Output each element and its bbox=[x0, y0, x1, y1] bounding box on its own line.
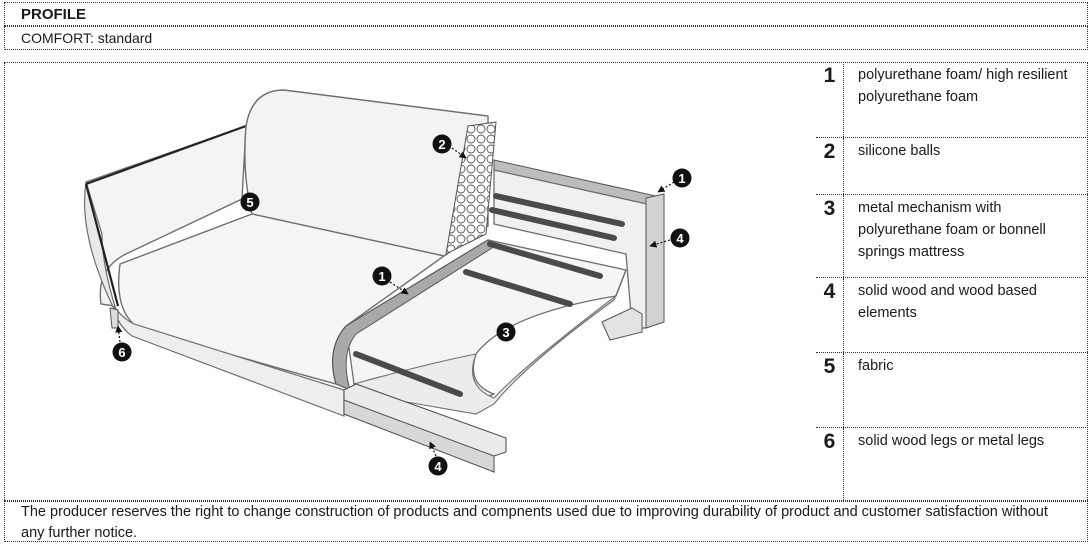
leader-6 bbox=[115, 325, 123, 343]
marker-1-top: 1 bbox=[672, 168, 692, 188]
marker-4-right-label: 4 bbox=[676, 231, 684, 246]
frame-foot-block bbox=[601, 307, 643, 341]
metal-bar bbox=[493, 193, 625, 227]
marker-5-label: 5 bbox=[246, 195, 253, 210]
legend-text: polyurethane foam/ high resilient polyur… bbox=[858, 67, 1068, 105]
legend-text: fabric bbox=[858, 358, 894, 374]
legend-table: 1 polyurethane foam/ high resilient poly… bbox=[816, 62, 1088, 502]
metal-bar bbox=[463, 269, 573, 307]
sofa-cutaway-diagram: 2 1 5 4 1 3 6 4 bbox=[83, 89, 692, 476]
profile-title: PROFILE bbox=[21, 6, 87, 23]
marker-6-label: 6 bbox=[118, 345, 125, 360]
metal-bar bbox=[487, 241, 603, 279]
sofa-leg bbox=[109, 307, 119, 329]
legend-row: 4 solid wood and wood based elements bbox=[816, 278, 1088, 353]
legend-number: 6 bbox=[816, 428, 844, 502]
legend-text: solid wood legs or metal legs bbox=[858, 433, 1045, 449]
marker-4-bottom: 4 bbox=[428, 456, 448, 476]
comfort-label: COMFORT: standard bbox=[21, 30, 153, 46]
marker-5: 5 bbox=[240, 192, 260, 212]
legend-text: silicone balls bbox=[858, 143, 941, 159]
marker-1-top-label: 1 bbox=[678, 171, 685, 186]
legend-row: 2 silicone balls bbox=[816, 138, 1088, 195]
legend-row: 1 polyurethane foam/ high resilient poly… bbox=[816, 62, 1088, 138]
legend-text: metal mechanism with polyurethane foam o… bbox=[858, 200, 1046, 260]
metal-bar bbox=[353, 351, 463, 397]
marker-2: 2 bbox=[432, 134, 452, 154]
legend-number: 1 bbox=[816, 62, 844, 137]
legend-number: 4 bbox=[816, 278, 844, 352]
arm-edge-front bbox=[84, 183, 120, 307]
marker-6: 6 bbox=[112, 342, 132, 362]
marker-2-label: 2 bbox=[438, 137, 445, 152]
legend-text: solid wood and wood based elements bbox=[858, 283, 1037, 321]
arm-edge-top bbox=[85, 124, 247, 186]
leader-4-right bbox=[649, 239, 671, 248]
frame-right-beam bbox=[645, 193, 665, 329]
legend-row: 3 metal mechanism with polyurethane foam… bbox=[816, 195, 1088, 278]
leader-4-bottom bbox=[429, 441, 437, 457]
sofa-base bbox=[113, 305, 345, 417]
marker-1-seat: 1 bbox=[372, 266, 392, 286]
marker-1-seat-label: 1 bbox=[378, 269, 385, 284]
comfort-row: COMFORT: standard bbox=[4, 26, 1088, 50]
profile-header: PROFILE bbox=[4, 2, 1088, 26]
diagram-panel bbox=[4, 62, 1088, 502]
mechanism-tray bbox=[345, 239, 627, 405]
legend-number: 2 bbox=[816, 138, 844, 194]
legend-number: 3 bbox=[816, 195, 844, 277]
footer-notice: The producer reserves the right to chang… bbox=[21, 504, 1048, 541]
leader-1-top bbox=[657, 181, 675, 193]
marker-3: 3 bbox=[496, 322, 516, 342]
marker-4-bottom-label: 4 bbox=[434, 459, 442, 474]
bottom-rail-face bbox=[343, 399, 495, 473]
legend-row: 5 fabric bbox=[816, 353, 1088, 428]
silicone-balls-section bbox=[445, 121, 497, 255]
marker-4-right: 4 bbox=[670, 228, 690, 248]
metal-bar bbox=[489, 207, 617, 241]
legend-row: 6 solid wood legs or metal legs bbox=[816, 428, 1088, 502]
footer-notice-box: The producer reserves the right to chang… bbox=[4, 500, 1088, 542]
leader-2 bbox=[451, 147, 467, 159]
legend-number: 5 bbox=[816, 353, 844, 427]
marker-3-label: 3 bbox=[502, 325, 509, 340]
